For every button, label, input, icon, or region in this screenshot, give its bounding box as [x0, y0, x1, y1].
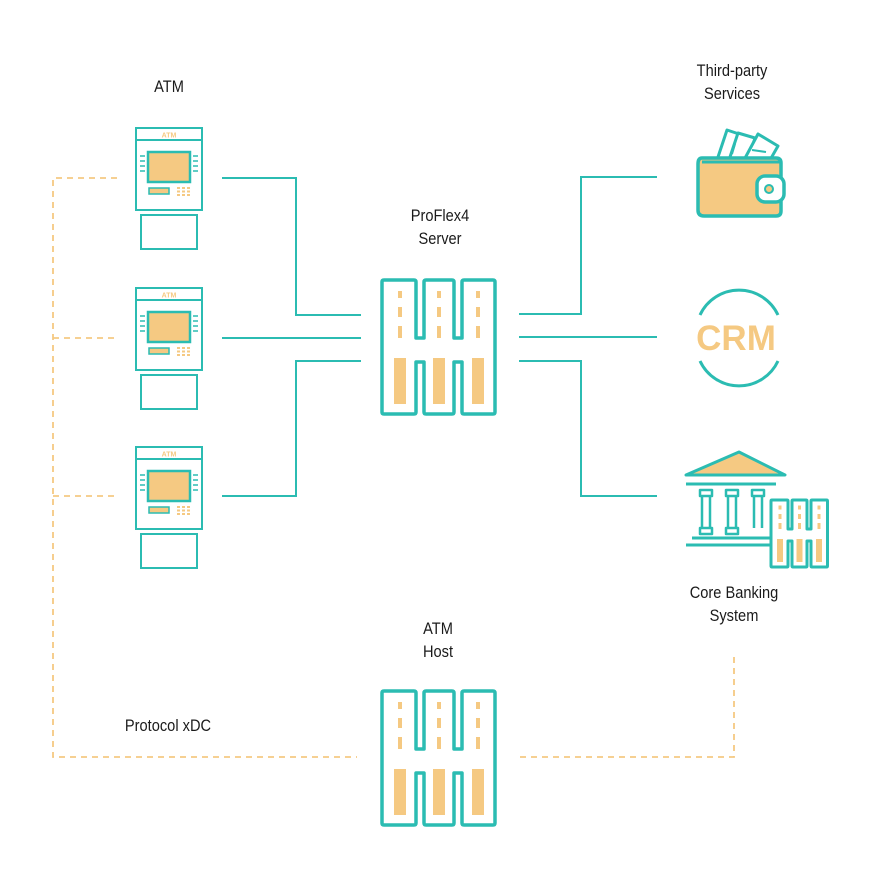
proflex4-server-label: ProFlex4 Server — [410, 206, 470, 248]
third-party-services-label: Third-party Services — [696, 61, 768, 103]
atm-machine-1: ATM — [134, 126, 204, 251]
atm-screen-label: ATM — [162, 452, 177, 459]
atm-label: ATM — [154, 77, 184, 96]
crm-text: CRM — [696, 319, 776, 358]
wallet-with-cash-icon — [696, 128, 786, 218]
atm-machine-icon — [134, 286, 204, 411]
core-banking-server-icon — [769, 498, 829, 569]
bank-building-icon — [684, 450, 787, 547]
dashed-xdc-links — [52, 177, 735, 758]
atm-machine-3: ATM — [134, 445, 204, 570]
atm-machine-icon — [134, 126, 204, 251]
atm-host-label: ATM Host — [422, 619, 454, 661]
core-banking-system-label: Core Banking System — [689, 583, 779, 625]
atm-machine-2: ATM — [134, 286, 204, 411]
atm-machine-icon — [134, 445, 204, 570]
solid-links — [222, 176, 657, 497]
atm-screen-label: ATM — [162, 133, 177, 140]
crm-icon: CRM — [696, 288, 780, 388]
proflex4-server-icon — [380, 278, 497, 416]
atm-host-server-icon — [380, 689, 497, 827]
protocol-xdc-label: Protocol xDC — [124, 716, 212, 735]
atm-screen-label: ATM — [162, 293, 177, 300]
